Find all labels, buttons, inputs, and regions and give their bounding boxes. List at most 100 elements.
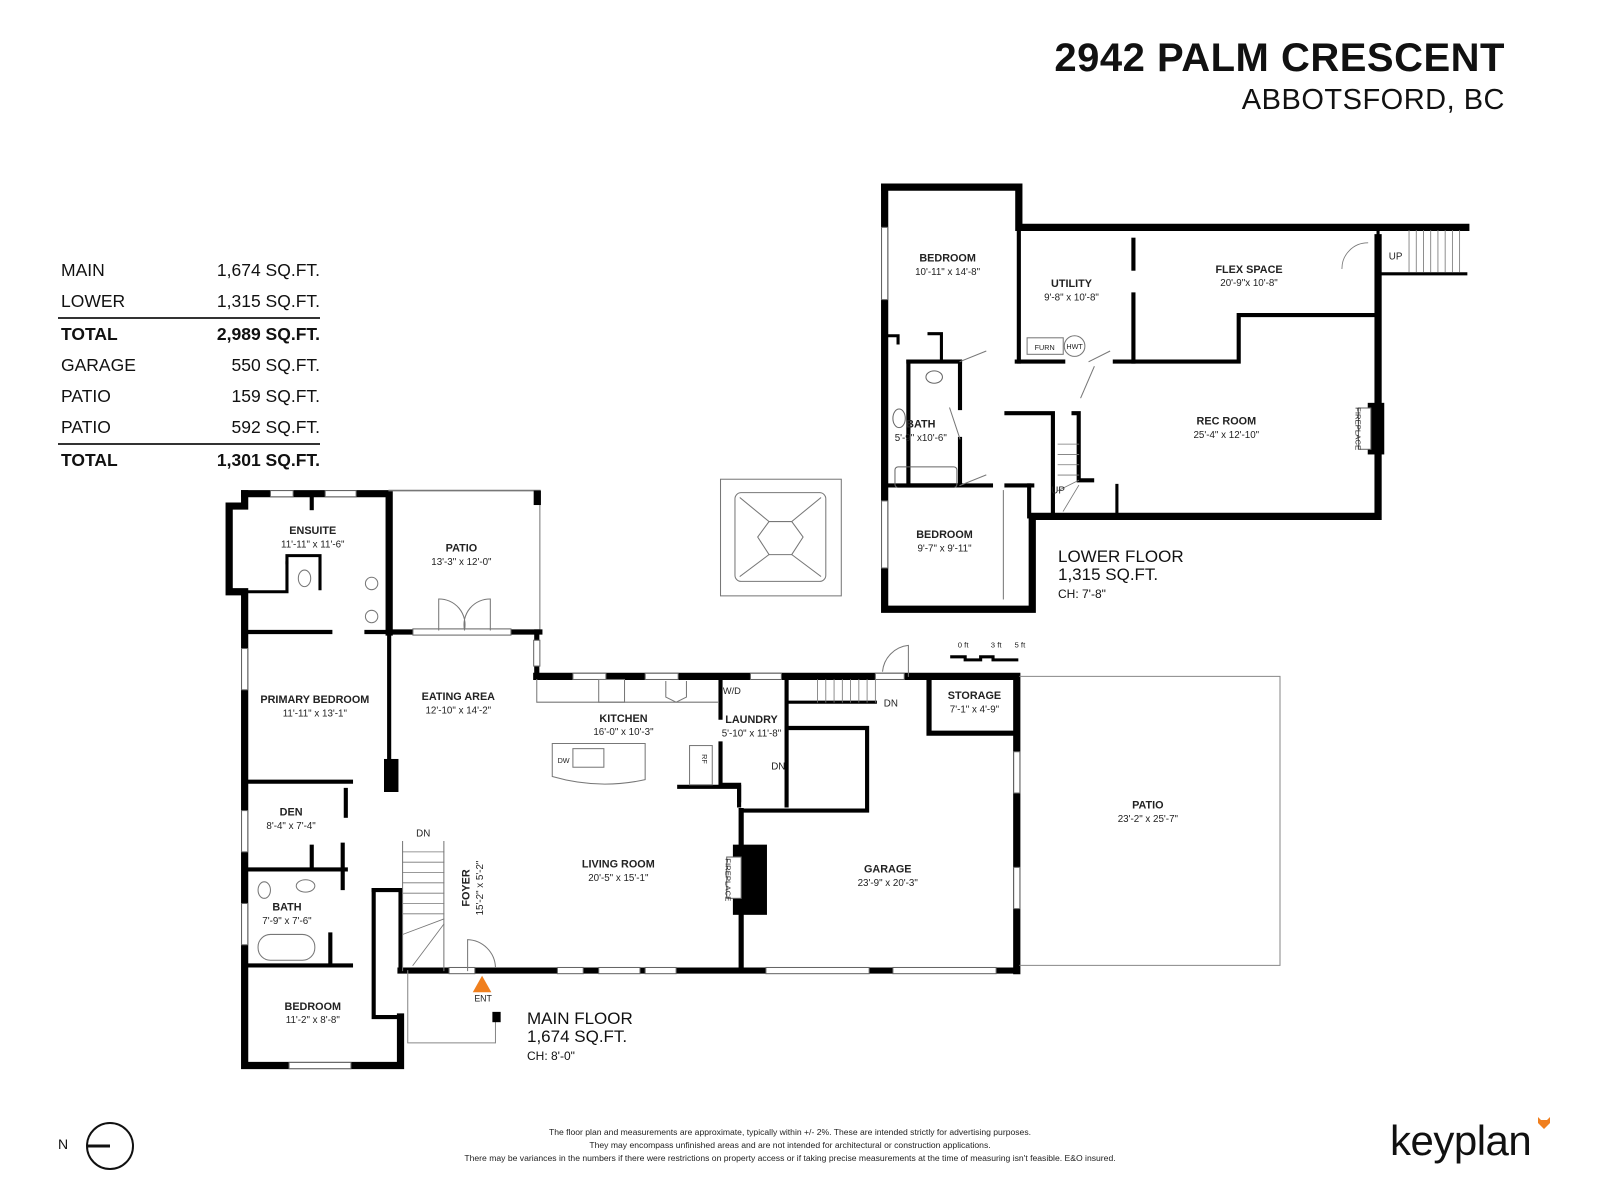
area-label: TOTAL bbox=[61, 324, 118, 344]
area-value: 159 SQ.FT. bbox=[231, 386, 320, 406]
room-dims: 5'-9" x10'-6" bbox=[895, 433, 948, 444]
room-label: FOYER bbox=[461, 869, 473, 906]
area-label: LOWER bbox=[61, 291, 126, 311]
divider bbox=[58, 443, 320, 445]
north-label: N bbox=[58, 1136, 69, 1152]
divider bbox=[58, 317, 320, 319]
room-dims: 16'-0" x 10'-3" bbox=[593, 727, 654, 738]
area-value: 1,301 SQ.FT. bbox=[216, 450, 320, 470]
room-label: REC ROOM bbox=[1197, 416, 1257, 428]
disclaimer-line: The floor plan and measurements are appr… bbox=[548, 1127, 1032, 1137]
entrance-label: ENT bbox=[474, 994, 492, 1004]
room-label: UTILITY bbox=[1051, 278, 1093, 290]
room-label: BEDROOM bbox=[285, 1001, 342, 1013]
fireplace-label: FIREPLACE bbox=[1353, 407, 1362, 450]
room-label: EATING AREA bbox=[422, 691, 496, 703]
area-row-garage: GARAGE 550 SQ.FT. bbox=[58, 350, 320, 381]
area-value: 1,315 SQ.FT. bbox=[216, 291, 320, 311]
area-label: GARAGE bbox=[61, 355, 136, 375]
room-dims: 9'-8" x 10'-8" bbox=[1044, 293, 1099, 304]
entrance-marker-icon bbox=[472, 975, 492, 993]
area-label: TOTAL bbox=[61, 450, 118, 470]
lower-floor-plan bbox=[881, 183, 1470, 613]
compass-icon bbox=[86, 1122, 134, 1170]
area-label: MAIN bbox=[61, 260, 105, 280]
room-label: STORAGE bbox=[948, 690, 1001, 702]
room-label: BEDROOM bbox=[919, 252, 976, 264]
scale-tick-label: 0 ft bbox=[958, 640, 970, 649]
room-dims: 10'-11" x 14'-8" bbox=[915, 267, 980, 278]
area-summary-table: MAIN 1,674 SQ.FT. LOWER 1,315 SQ.FT. TOT… bbox=[58, 255, 320, 476]
room-label: PATIO bbox=[1132, 800, 1163, 812]
room-dims: 11'-11" x 11'-6" bbox=[281, 539, 345, 550]
stairs-up-label: UP bbox=[1389, 251, 1403, 262]
room-dims: 20'-9"x 10'-8" bbox=[1220, 278, 1278, 289]
room-label: LIVING ROOM bbox=[582, 858, 655, 870]
area-label: PATIO bbox=[61, 386, 111, 406]
main-floor-caption: MAIN FLOOR 1,674 SQ.FT. CH: 8'-0" bbox=[527, 1010, 633, 1062]
fireplace-label: FIREPLACE bbox=[724, 858, 733, 901]
room-label: PRIMARY BEDROOM bbox=[260, 694, 369, 706]
room-dims: 7'-1" x 4'-9" bbox=[950, 705, 1000, 716]
room-dims: 12'-10" x 14'-2" bbox=[425, 706, 491, 717]
room-label: ENSUITE bbox=[289, 525, 336, 537]
room-dims: 13'-3" x 12'-0" bbox=[431, 557, 492, 568]
disclaimer-line: They may encompass unfinished areas and … bbox=[589, 1140, 991, 1150]
scale-tick-label: 3 ft bbox=[991, 640, 1003, 649]
area-value: 550 SQ.FT. bbox=[231, 355, 320, 375]
area-row-main: MAIN 1,674 SQ.FT. bbox=[58, 255, 320, 286]
property-city: ABBOTSFORD, BC bbox=[1241, 84, 1505, 116]
area-row-total-living: TOTAL 2,989 SQ.FT. bbox=[58, 319, 320, 350]
furnace-label: FURN bbox=[1035, 343, 1055, 352]
area-value: 592 SQ.FT. bbox=[231, 417, 320, 437]
room-label: BATH bbox=[906, 419, 935, 431]
floor-area: 1,674 SQ.FT. bbox=[527, 1026, 628, 1046]
area-row-patio-1: PATIO 159 SQ.FT. bbox=[58, 381, 320, 412]
dishwasher-label: DW bbox=[558, 756, 570, 765]
stairs-down-label: DN bbox=[771, 761, 785, 772]
hot-water-tank-label: HWT bbox=[1066, 342, 1083, 351]
room-label: LAUNDRY bbox=[725, 714, 778, 726]
stairs-down-label: DN bbox=[884, 698, 898, 709]
floor-name: LOWER FLOOR bbox=[1058, 547, 1184, 566]
hot-tub bbox=[720, 478, 842, 597]
room-dims: 23'-2" x 25'-7" bbox=[1118, 814, 1179, 825]
floor-area: 1,315 SQ.FT. bbox=[1058, 564, 1159, 584]
floor-ceiling-height: CH: 7'-8" bbox=[1058, 586, 1106, 601]
room-label: DEN bbox=[280, 807, 303, 819]
room-label: GARAGE bbox=[864, 864, 912, 876]
property-address: 2942 PALM CRESCENT bbox=[1054, 36, 1505, 80]
area-row-lower: LOWER 1,315 SQ.FT. bbox=[58, 286, 320, 317]
room-label: PATIO bbox=[446, 542, 477, 554]
lower-floor-caption: LOWER FLOOR 1,315 SQ.FT. CH: 7'-8" bbox=[1058, 548, 1184, 600]
room-dims: 8'-4" x 7'-4" bbox=[266, 821, 316, 832]
scale-tick-label: 5 ft bbox=[1014, 640, 1026, 649]
floor-name: MAIN FLOOR bbox=[527, 1009, 633, 1028]
disclaimer: The floor plan and measurements are appr… bbox=[420, 1126, 1160, 1165]
room-dims: 11'-2" x 8'-8" bbox=[286, 1015, 341, 1026]
washer-dryer-label: W/D bbox=[723, 686, 741, 696]
stairs-down-label: DN bbox=[416, 828, 430, 839]
room-label: KITCHEN bbox=[599, 713, 647, 725]
room-dims: 25'-4" x 12'-10" bbox=[1193, 430, 1259, 441]
brand-logo: keyplan bbox=[1390, 1117, 1532, 1164]
scale-bar bbox=[950, 655, 1019, 662]
room-dims: 7'-9" x 7'-6" bbox=[262, 916, 312, 927]
disclaimer-line: There may be variances in the numbers if… bbox=[464, 1153, 1116, 1163]
room-dims: 5'-10" x 11'-8" bbox=[722, 728, 782, 739]
room-dims: 15'-2" x 5'-2" bbox=[475, 860, 486, 915]
area-label: PATIO bbox=[61, 417, 111, 437]
floor-ceiling-height: CH: 8'-0" bbox=[527, 1048, 575, 1063]
room-dims: 11'-11" x 13'-1" bbox=[283, 709, 348, 720]
area-value: 1,674 SQ.FT. bbox=[216, 260, 320, 280]
fridge-label: RF bbox=[700, 754, 709, 764]
area-row-patio-2: PATIO 592 SQ.FT. bbox=[58, 412, 320, 443]
room-dims: 9'-7" x 9'-11" bbox=[917, 543, 972, 554]
room-label: BATH bbox=[272, 902, 301, 914]
room-label: BEDROOM bbox=[916, 529, 973, 541]
main-floor-plan bbox=[225, 489, 1281, 1070]
room-dims: 23'-9" x 20'-3" bbox=[858, 878, 919, 889]
fox-logo-icon bbox=[1538, 1117, 1550, 1129]
room-label: FLEX SPACE bbox=[1215, 264, 1282, 276]
